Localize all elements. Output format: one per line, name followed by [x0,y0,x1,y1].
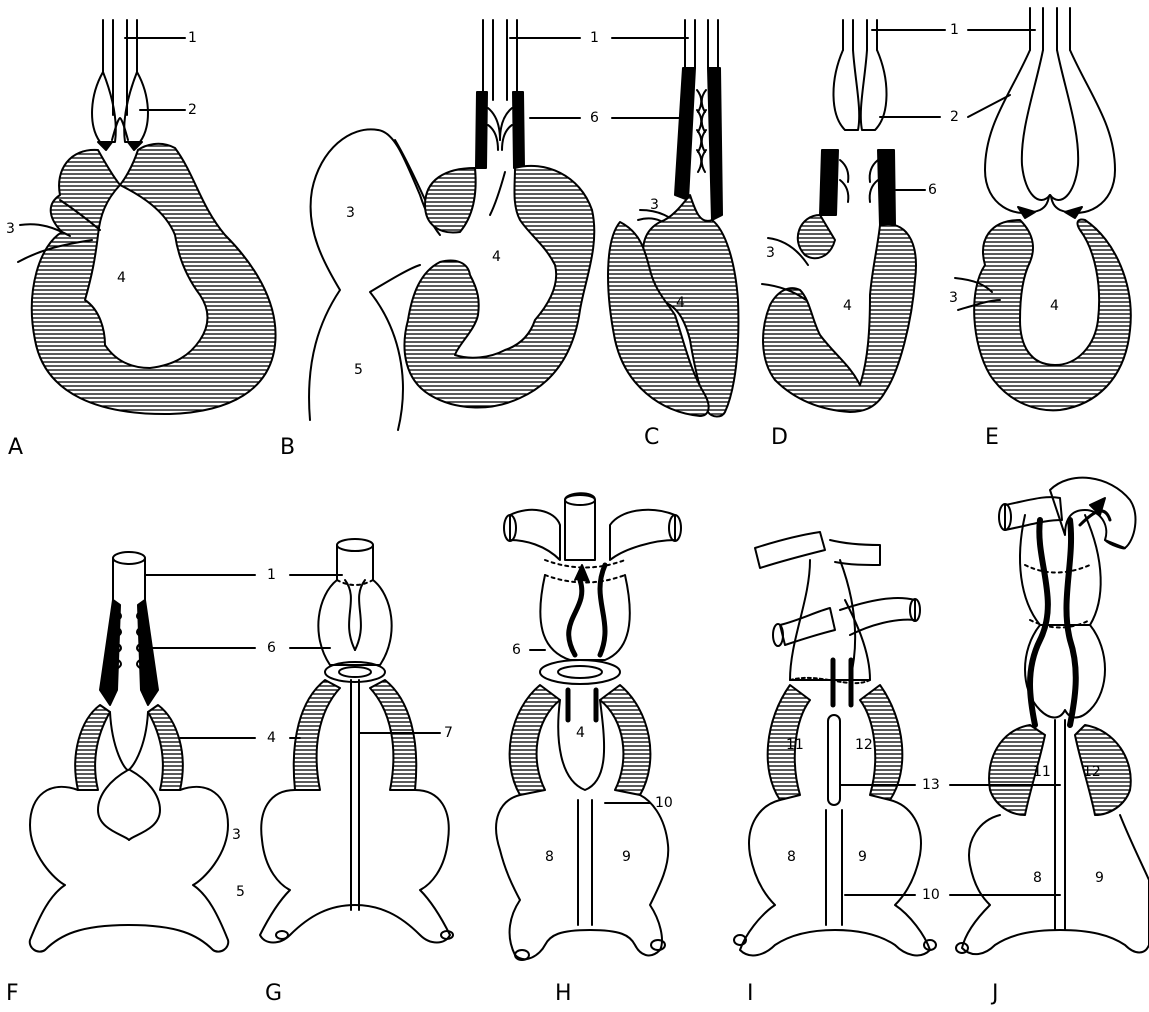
callout-b-4: 4 [492,250,501,264]
callout-c-3: 3 [650,198,659,212]
callout-g-1: 1 [267,568,276,582]
panel-i-drawing [734,532,936,955]
panel-f-drawing [30,552,229,952]
callout-g-7: 7 [444,726,453,740]
panel-label-a: A [8,437,23,459]
leader-lines [125,30,1060,895]
panel-label-b: B [280,437,295,459]
callout-d-1: 1 [950,23,959,37]
panel-d-drawing [762,20,916,412]
callout-i-8: 8 [787,850,796,864]
panel-label-e: E [985,427,999,449]
panel-g-drawing [260,539,453,943]
callout-j-8: 8 [1033,871,1042,885]
panel-label-f: F [6,983,19,1005]
callout-g-4: 4 [267,731,276,745]
callout-d-2: 2 [950,110,959,124]
panel-h-drawing [496,493,681,960]
callout-h-10: 10 [655,796,673,810]
panel-label-g: G [265,983,282,1005]
callout-e-4: 4 [1050,299,1059,313]
callout-i-9: 9 [858,850,867,864]
callout-j-12: 12 [1083,765,1101,779]
callout-h-8: 8 [545,850,554,864]
callout-f-5: 5 [236,885,245,899]
callout-b-6: 6 [590,111,599,125]
callout-b-1: 1 [590,31,599,45]
callout-j-9: 9 [1095,871,1104,885]
callout-h-6: 6 [512,643,521,657]
callout-d-4: 4 [843,299,852,313]
callout-13: 13 [922,778,940,792]
callout-h-4: 4 [576,726,585,740]
callout-d-6: 6 [928,183,937,197]
callout-f-3: 3 [232,828,241,842]
panel-a-drawing [18,20,276,414]
panel-label-d: D [771,427,788,449]
callout-a-3: 3 [6,222,15,236]
callout-a-2: 2 [188,103,197,117]
panel-e-drawing [955,8,1131,410]
panel-b-drawing [309,20,594,430]
callout-10: 10 [922,888,940,902]
panel-j-drawing [956,478,1149,955]
callout-h-9: 9 [622,850,631,864]
callout-b-5: 5 [354,363,363,377]
panel-c-drawing [608,20,738,417]
callout-e-3: 3 [949,291,958,305]
panel-label-c: C [644,427,659,449]
callout-a-4: 4 [117,271,126,285]
callout-b-3: 3 [346,206,355,220]
callout-i-12: 12 [855,738,873,752]
callout-a-1: 1 [188,31,197,45]
panel-label-h: H [555,983,572,1005]
callout-j-11: 11 [1033,765,1051,779]
panel-label-i: I [747,983,754,1005]
callout-d-3: 3 [766,246,775,260]
callout-i-11: 11 [786,738,804,752]
callout-c-4: 4 [676,296,685,310]
panel-label-j: J [992,983,999,1005]
callout-g-6: 6 [267,641,276,655]
